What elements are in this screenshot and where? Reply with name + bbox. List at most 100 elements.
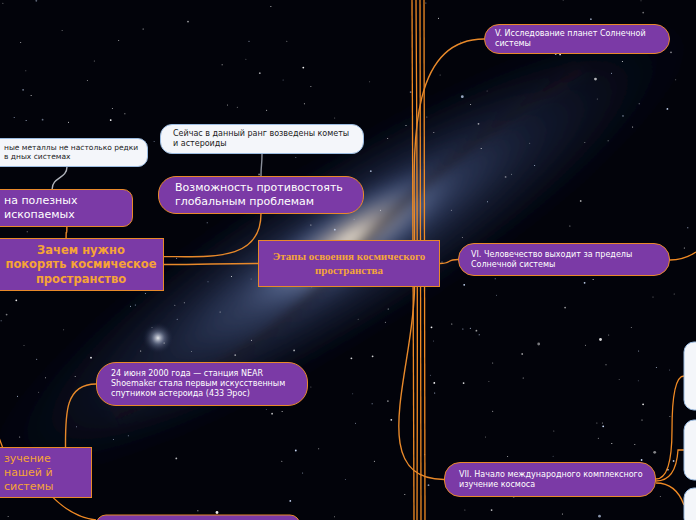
star: [594, 78, 597, 81]
star: [488, 381, 489, 382]
topic-text: V. Исследование планет Солнечной системы: [495, 29, 659, 49]
star: [564, 307, 566, 309]
star: [310, 224, 311, 225]
star: [191, 351, 192, 352]
star: [463, 284, 465, 286]
star: [660, 496, 661, 497]
star: [234, 354, 236, 356]
star: [31, 95, 32, 96]
star: [94, 60, 95, 61]
star: [553, 431, 554, 432]
star: [563, 0, 564, 1]
star: [145, 293, 146, 294]
star: [6, 314, 8, 316]
star: [639, 103, 640, 104]
branch-line: [65, 384, 96, 447]
star: [511, 174, 512, 175]
star: [404, 494, 405, 495]
star: [358, 319, 359, 320]
star: [476, 330, 478, 332]
star: [128, 435, 129, 436]
topic-box: на полезных ископаемых: [0, 189, 133, 227]
star: [216, 511, 219, 514]
star: [464, 509, 465, 510]
star: [598, 515, 601, 518]
star: [634, 444, 635, 445]
star: [124, 113, 125, 114]
star: [642, 419, 643, 420]
star: [478, 123, 480, 125]
star: [334, 117, 335, 118]
topic-box: Зачем нужно покорять космическое простра…: [0, 238, 164, 291]
topic-text: Этапы освоения космического пространства: [267, 250, 431, 278]
topic-box: зучение нашей й системы: [0, 447, 92, 498]
star: [293, 350, 295, 352]
star: [380, 210, 381, 211]
star: [334, 229, 336, 231]
star: [428, 484, 430, 486]
star: [597, 98, 598, 99]
star: [590, 18, 592, 20]
star: [354, 219, 355, 220]
star: [231, 276, 232, 277]
branch-path: [164, 214, 261, 257]
branch-path: [164, 264, 258, 265]
topic-text: Возможность противостоять глобальным про…: [175, 181, 351, 209]
star: [580, 200, 582, 202]
star: [130, 306, 131, 307]
star: [481, 148, 482, 149]
star: [38, 392, 39, 393]
branch-line: [261, 154, 262, 176]
branch-path: [261, 154, 262, 176]
star: [641, 459, 643, 461]
star: [68, 122, 69, 123]
star: [670, 51, 672, 53]
star: [19, 437, 20, 438]
star: [175, 458, 177, 460]
branch-line: [52, 167, 67, 189]
star: [369, 81, 370, 82]
star: [143, 28, 144, 29]
star: [17, 396, 18, 397]
star: [26, 120, 27, 121]
star: [289, 500, 291, 502]
star: [496, 295, 497, 296]
star: [631, 327, 632, 328]
branch-path: [440, 260, 458, 264]
star: [76, 426, 77, 427]
star: [638, 351, 639, 352]
star: [249, 41, 250, 42]
star: [27, 231, 28, 232]
star: [15, 299, 17, 301]
star: [440, 75, 441, 76]
star: [266, 110, 267, 111]
star: [184, 302, 185, 303]
star: [632, 127, 633, 128]
star: [537, 343, 540, 346]
star: [667, 108, 669, 110]
topic-text: Сейчас в данный ранг возведены кометы и …: [173, 129, 353, 149]
star: [374, 461, 375, 462]
star: [470, 104, 471, 105]
star: [388, 309, 389, 310]
star: [451, 210, 452, 211]
star: [90, 357, 92, 359]
star: [42, 119, 44, 121]
star: [602, 425, 604, 427]
star: [370, 170, 372, 172]
star: [372, 355, 374, 357]
star: [20, 42, 21, 43]
star: [177, 319, 178, 320]
star: [270, 6, 271, 7]
star: [606, 364, 607, 365]
star: [25, 70, 26, 71]
star: [154, 141, 155, 142]
topic-box: 24 июня 2000 года — станция NEAR Shoemak…: [96, 362, 308, 406]
star: [487, 91, 488, 92]
star: [283, 79, 284, 80]
star: [463, 382, 465, 384]
star: [140, 351, 141, 352]
star: [208, 281, 209, 282]
star: [479, 334, 480, 335]
